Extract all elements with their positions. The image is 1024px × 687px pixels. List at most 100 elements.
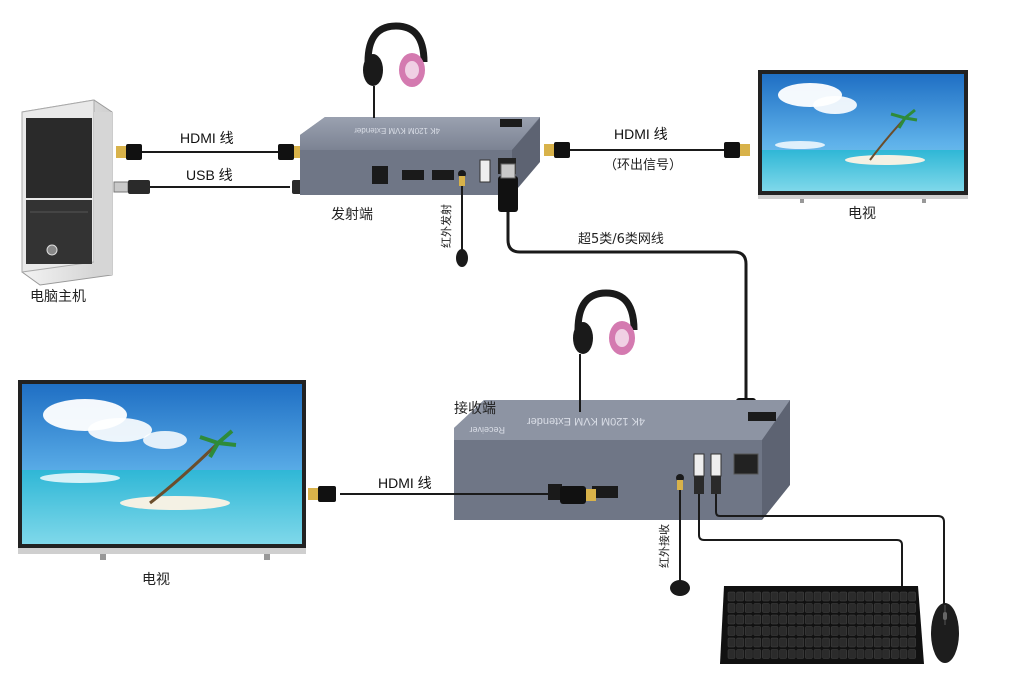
pc-usb-label: USB 线 (186, 167, 233, 183)
hdmi-plug-icon (116, 144, 142, 160)
keyboard-key (891, 591, 899, 602)
tx-dc-port (372, 166, 388, 184)
keyboard-key (744, 614, 753, 625)
keyboard-key (762, 649, 770, 659)
keyboard-key (822, 591, 830, 602)
keyboard-key (753, 626, 762, 636)
rx-rj45-port (733, 453, 759, 475)
keyboard-key (805, 614, 813, 625)
keyboard-key (839, 614, 848, 625)
keyboard-key (899, 591, 908, 602)
keyboard-key (796, 626, 805, 636)
headphones-icon (573, 289, 638, 412)
keyboard-key (856, 626, 865, 636)
keyboard-key (873, 637, 882, 648)
keyboard-key (839, 591, 848, 602)
keyboard-key (891, 649, 899, 659)
pc-hdmi-label: HDMI 线 (180, 130, 234, 146)
keyboard-key (830, 626, 839, 636)
keyboard-key (865, 637, 873, 648)
keyboard-key (762, 637, 770, 648)
tx-hdmi-in-port (402, 170, 424, 180)
keyboard-key (839, 637, 848, 648)
keyboard-key (796, 591, 805, 602)
keyboard-key (753, 603, 762, 613)
keyboard-key (839, 626, 848, 636)
loop-hdmi-cable (544, 142, 750, 158)
keyboard-key (813, 614, 822, 625)
keyboard-key (770, 626, 779, 636)
rx-usb-port-2 (710, 453, 722, 477)
keyboard-key (882, 626, 891, 636)
keyboard-key (848, 603, 856, 613)
keyboard-key (813, 603, 822, 613)
keyboard-key (848, 637, 856, 648)
rx-model-text: 4K 120M KVM Extender (527, 415, 645, 427)
hdmi-badge (748, 412, 776, 421)
pc-tower-icon (21, 99, 113, 286)
keyboard-key (865, 649, 873, 659)
keyboard-key (796, 603, 805, 613)
keyboard-key (830, 637, 839, 648)
keyboard-key (770, 637, 779, 648)
keyboard-key (805, 637, 813, 648)
rx-role-text: Receiver (469, 425, 505, 435)
usb-mouse-cable (711, 476, 945, 605)
keyboard-key (822, 603, 830, 613)
keyboard-key (796, 614, 805, 625)
rx-hdmi-out-port (592, 486, 618, 498)
keyboard-key (873, 626, 882, 636)
keyboard-key (727, 637, 736, 648)
headphones-icon (363, 22, 428, 118)
tx-hdmi-out-port (432, 170, 454, 180)
ir-sensor-icon (670, 480, 690, 596)
keyboard-key (873, 603, 882, 613)
keyboard-key (856, 591, 865, 602)
keyboard-key (891, 614, 899, 625)
keyboard-key (882, 603, 891, 613)
keyboard-key (770, 591, 779, 602)
keyboard-key (753, 614, 762, 625)
keyboard-key (865, 614, 873, 625)
usb-keyboard-cable (694, 476, 903, 588)
keyboard-key (779, 614, 787, 625)
keyboard-key (856, 649, 865, 659)
keyboard-key (813, 626, 822, 636)
hdmi-plug-icon (560, 486, 596, 504)
keyboard-key (865, 603, 873, 613)
keyboard-key (779, 637, 787, 648)
keyboard-key (813, 649, 822, 659)
usb-plug-icon (694, 476, 704, 494)
hdmi-plug-icon (724, 142, 750, 158)
usb-plug-icon (711, 476, 721, 494)
keyboard-key (899, 626, 908, 636)
keyboard-key (805, 649, 813, 659)
keyboard-key (882, 591, 891, 602)
keyboard-key (779, 591, 787, 602)
keyboard-key (908, 614, 916, 625)
keyboard-key (744, 649, 753, 659)
rx-hdmi-label: HDMI 线 (378, 475, 432, 491)
keyboard-key (899, 603, 908, 613)
keyboard-key (736, 626, 744, 636)
keyboard-key (848, 614, 856, 625)
rx-dc-port (548, 484, 562, 500)
transmitter-unit: 4K 120M KVM Extender (300, 117, 540, 195)
rx-hdmi-cable (308, 486, 596, 504)
keyboard-key (891, 626, 899, 636)
keyboard-key (744, 603, 753, 613)
keyboard-key (770, 603, 779, 613)
usb-plug-icon (113, 180, 150, 194)
keyboard-key (856, 603, 865, 613)
hdmi-plug-icon (544, 142, 570, 158)
tv-icon (18, 380, 306, 560)
keyboard-key (770, 614, 779, 625)
keyboard-key (908, 603, 916, 613)
keyboard-key (727, 626, 736, 636)
tv-left-label: 电视 (142, 572, 170, 588)
keyboard-key (848, 591, 856, 602)
keyboard-key (882, 637, 891, 648)
keyboard-key (882, 614, 891, 625)
keyboard-key (899, 649, 908, 659)
keyboard-key (753, 591, 762, 602)
